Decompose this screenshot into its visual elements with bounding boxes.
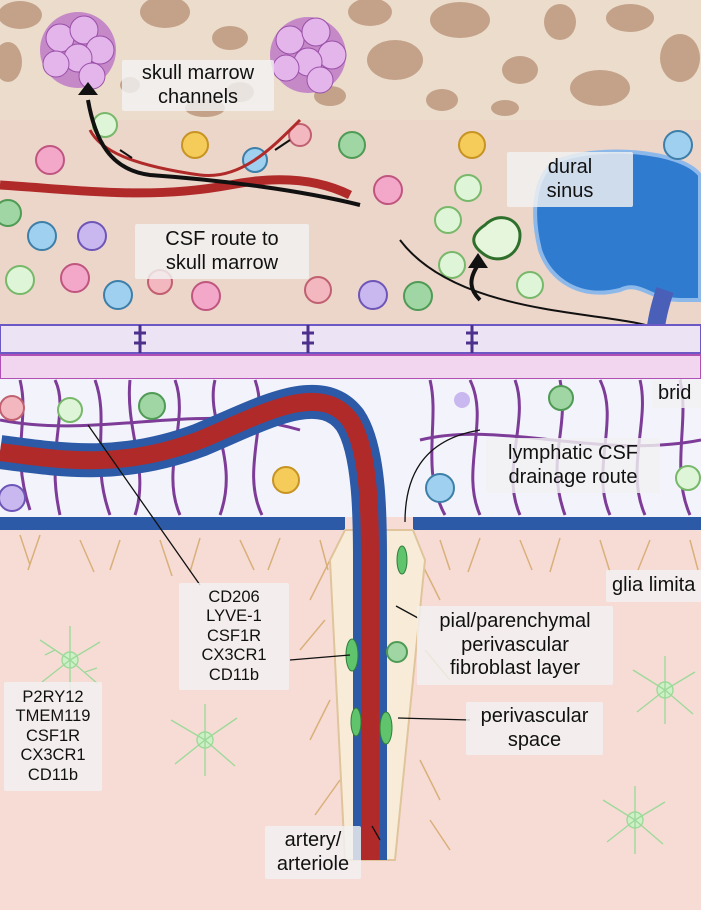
label-line: arteriole <box>276 852 350 875</box>
subarachnoid-cells <box>0 385 701 512</box>
label-perivascular-space: perivascular space <box>466 702 603 756</box>
marrow-cluster-left <box>40 12 116 90</box>
marker-cx3cr1: CX3CR1 <box>201 646 267 665</box>
perivascular-macrophage <box>386 641 408 663</box>
arrowhead-lymph <box>468 253 488 268</box>
astrocyte-processes <box>19 534 699 851</box>
label-line: fibroblast layer <box>449 657 581 680</box>
label-line: skull marrow <box>141 62 255 84</box>
label-bridging: brid <box>652 380 701 408</box>
perivascular-fibroblasts <box>345 545 408 745</box>
marker-cx3cr1: CX3CR1 <box>20 746 86 765</box>
label-line: channels <box>157 85 239 108</box>
marker-cd206: CD206 <box>208 588 260 606</box>
arachnoid-layer <box>0 354 701 380</box>
tight-junctions <box>134 325 478 353</box>
lymphatic-vessel <box>472 216 522 261</box>
leader-lines <box>87 424 481 841</box>
label-lymphatic-route: lymphatic CSF drainage route <box>486 438 660 494</box>
pia-left <box>0 517 345 530</box>
marker-tmem119: TMEM119 <box>15 707 91 726</box>
arachnoid-barrier <box>0 324 701 354</box>
arrowhead-marrow <box>78 82 98 95</box>
label-line: sinus <box>546 179 594 202</box>
label-skull-marrow-channels: skull marrow channels <box>122 60 274 112</box>
marker-p2ry12: P2RY12 <box>22 688 84 706</box>
dural-vessel <box>0 175 353 200</box>
label-line: CSF route to <box>165 228 279 250</box>
label-line: skull marrow <box>165 251 279 274</box>
marker-cd11b: CD11b <box>27 765 79 784</box>
label-line: drainage route <box>508 465 638 488</box>
label-fibroblast-layer: pial/parenchymal perivascular fibroblast… <box>417 606 613 685</box>
label-glia-limitans: glia limita <box>606 570 701 602</box>
label-line: artery/ <box>284 829 342 851</box>
label-bam-markers: CD206 LYVE-1 CSF1R CX3CR1 CD11b <box>179 583 289 691</box>
label-line: perivascular <box>461 633 569 656</box>
label-line: pial/parenchymal <box>439 610 591 632</box>
label-dural-sinus: dural sinus <box>507 152 633 208</box>
arachnoid-trabeculae <box>0 379 701 516</box>
artery-lumen <box>0 392 379 860</box>
label-line: lymphatic CSF <box>507 442 639 464</box>
label-line: perivascular <box>480 705 589 727</box>
label-line: dural <box>547 156 593 178</box>
label-artery: artery/ arteriole <box>265 826 361 880</box>
marker-cd11b: CD11b <box>208 665 260 684</box>
marker-csf1r: CSF1R <box>25 726 81 745</box>
label-microglia-markers: P2RY12 TMEM119 CSF1R CX3CR1 CD11b <box>4 682 102 792</box>
pia-right <box>413 517 701 530</box>
dural-immune-cells <box>0 112 693 311</box>
marker-lyve1: LYVE-1 <box>206 607 262 626</box>
label-csf-route: CSF route to skull marrow <box>135 224 309 280</box>
microglia <box>39 626 696 854</box>
marker-csf1r: CSF1R <box>206 626 262 645</box>
marrow-cluster-right <box>270 17 347 94</box>
label-line: space <box>507 728 562 751</box>
